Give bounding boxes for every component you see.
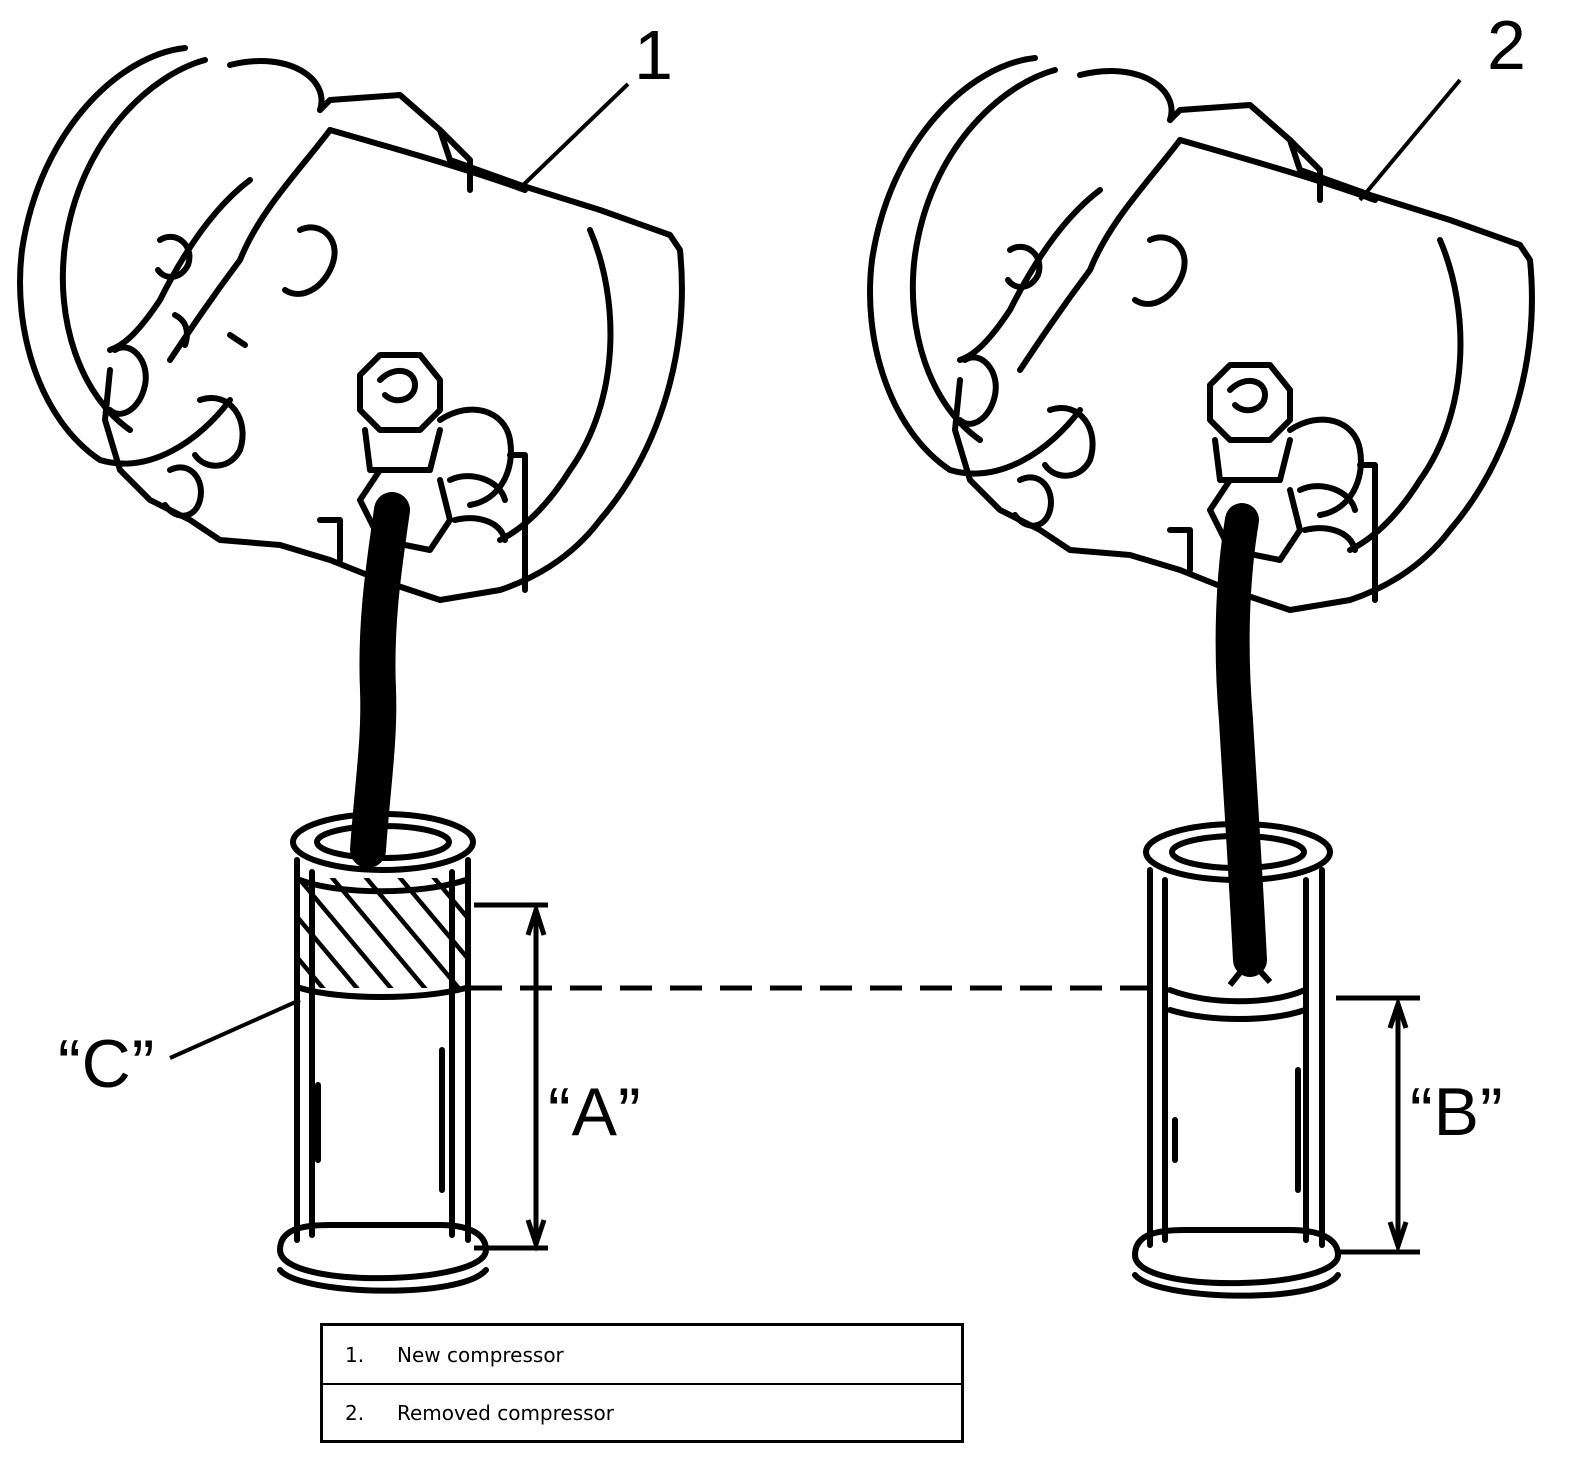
dipstick-hose-1 <box>350 492 410 868</box>
dimension-c-label: “C” <box>58 1026 156 1102</box>
legend-item-label: Removed compressor <box>397 1400 615 1425</box>
dimension-c-leader <box>169 998 301 1060</box>
dimension-b-line <box>1336 995 1420 1255</box>
dimension-a-label: “A” <box>548 1074 642 1150</box>
legend-row: 2. Removed compressor <box>323 1383 961 1440</box>
dipstick-hose-2 <box>1215 503 1267 977</box>
measuring-cylinder-2 <box>1132 821 1341 1299</box>
callout-1: 1 <box>634 16 673 94</box>
legend-row: 1. New compressor <box>323 1326 961 1383</box>
callout-2: 2 <box>1487 6 1526 84</box>
dimension-b-label: “B” <box>1410 1074 1504 1150</box>
callout-2-leader <box>1358 78 1462 202</box>
callout-1-leader <box>516 82 630 192</box>
legend-item-number: 2. <box>345 1400 365 1425</box>
legend-table: 1. New compressor 2. Removed compressor <box>320 1323 964 1443</box>
removed-compressor-drawing <box>867 55 1535 613</box>
legend-item-label: New compressor <box>397 1342 564 1367</box>
new-compressor-drawing <box>17 45 685 603</box>
measuring-cylinder-1 <box>169 811 548 1294</box>
legend-item-number: 1. <box>345 1342 365 1367</box>
